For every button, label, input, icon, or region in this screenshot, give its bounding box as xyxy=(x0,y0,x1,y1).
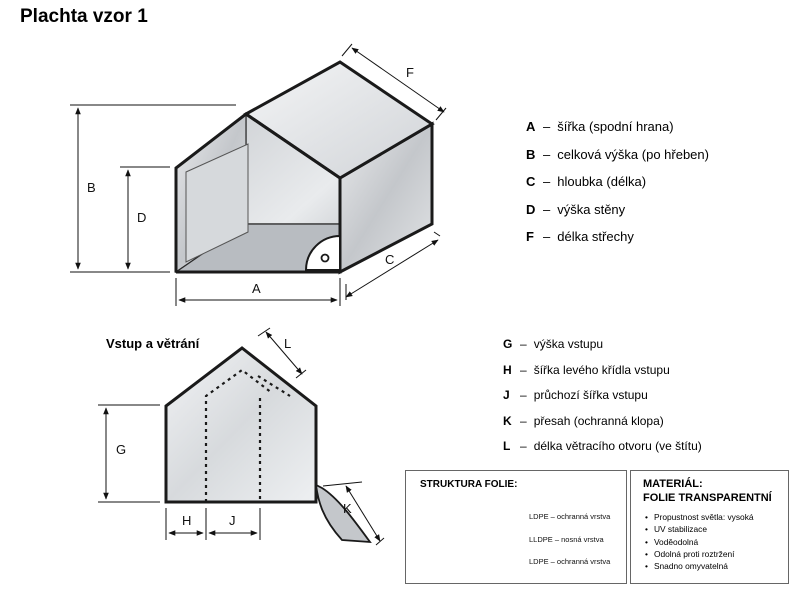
legend-item: A–šířka (spodní hrana) xyxy=(526,119,709,147)
legend-item: D–výška stěny xyxy=(526,202,709,230)
legend-key: L xyxy=(503,439,511,453)
dim-label-b: B xyxy=(87,180,96,195)
legend-item: L–délka větracího otvoru (ve štítu) xyxy=(503,439,702,465)
material-properties-list: Propustnost světla: vysoká UV stabilizac… xyxy=(645,512,754,573)
legend-text: celková výška (po hřeben) xyxy=(557,146,709,162)
legend-key: C xyxy=(526,174,536,189)
legend-dimensions: A–šířka (spodní hrana) B–celková výška (… xyxy=(526,119,709,257)
dimension-lines-top xyxy=(70,43,447,306)
foil-structure-heading: STRUKTURA FOLIE: xyxy=(420,479,518,490)
legend-entrance: G–výška vstupu H–šířka levého křídla vst… xyxy=(503,337,702,465)
legend-text: přesah (ochranná klopa) xyxy=(533,413,664,428)
legend-key: B xyxy=(526,146,536,162)
legend-item: F–délka střechy xyxy=(526,229,709,257)
material-heading-line1: MATERIÁL: xyxy=(643,478,703,490)
layer-label-core: LLDPE – nosná vrstva xyxy=(529,535,604,544)
legend-separator: – xyxy=(543,201,551,217)
list-item: Propustnost světla: vysoká xyxy=(645,512,754,524)
legend-separator: – xyxy=(543,229,551,244)
list-item: Odolná proti roztržení xyxy=(645,549,754,561)
legend-separator: – xyxy=(543,119,551,134)
dim-label-g: G xyxy=(116,442,127,457)
entrance-section-title: Vstup a větrání xyxy=(106,336,200,351)
legend-key: A xyxy=(526,119,536,134)
legend-text: délka střechy xyxy=(557,229,634,244)
list-item: Snadno omyvatelná xyxy=(645,561,754,573)
legend-key: H xyxy=(503,362,512,377)
list-item: Voděodolná xyxy=(645,537,754,549)
dim-label-h: H xyxy=(182,513,192,528)
legend-item: H–šířka levého křídla vstupu xyxy=(503,363,702,389)
foil-structure-panel: STRUKTURA FOLIE: LDPE – ochranná vrstva … xyxy=(405,470,627,584)
dim-label-k: K xyxy=(343,501,352,516)
legend-text: průchozí šířka vstupu xyxy=(533,388,648,402)
legend-item: G–výška vstupu xyxy=(503,337,702,363)
dim-label-j: J xyxy=(229,513,236,528)
legend-item: C–hloubka (délka) xyxy=(526,174,709,202)
list-item: UV stabilizace xyxy=(645,524,754,536)
dim-label-a: A xyxy=(252,281,261,296)
tent-3d-illustration xyxy=(174,60,435,275)
material-panel: MATERIÁL: FOLIE TRANSPARENTNÍ Propustnos… xyxy=(630,470,789,584)
legend-key: F xyxy=(526,229,534,244)
legend-separator: – xyxy=(520,337,527,351)
legend-text: délka větracího otvoru (ve štítu) xyxy=(533,439,702,453)
legend-key: K xyxy=(503,413,512,428)
legend-separator: – xyxy=(520,439,527,453)
legend-key: J xyxy=(503,388,510,402)
legend-key: D xyxy=(526,201,536,217)
legend-text: výška vstupu xyxy=(533,337,604,351)
legend-text: výška stěny xyxy=(557,201,626,217)
material-heading-line2: FOLIE TRANSPARENTNÍ xyxy=(643,492,772,504)
legend-item: J–průchozí šířka vstupu xyxy=(503,388,702,414)
dim-label-d: D xyxy=(137,210,147,225)
legend-text: šířka (spodní hrana) xyxy=(557,119,674,134)
layer-label-outer: LDPE – ochranná vrstva xyxy=(529,512,611,521)
dim-label-c: C xyxy=(385,252,395,267)
legend-separator: – xyxy=(520,362,527,377)
legend-item: K–přesah (ochranná klopa) xyxy=(503,414,702,440)
legend-separator: – xyxy=(543,146,551,162)
entrance-front-view xyxy=(164,346,372,544)
dimension-lines-entrance xyxy=(98,327,385,546)
page-title: Plachta vzor 1 xyxy=(20,6,148,27)
legend-item: B–celková výška (po hřeben) xyxy=(526,147,709,175)
legend-text: šířka levého křídla vstupu xyxy=(533,362,670,377)
dim-label-f: F xyxy=(406,65,414,80)
dim-label-l: L xyxy=(284,336,292,351)
layer-label-inner: LDPE – ochranná vrstva xyxy=(529,557,611,566)
legend-separator: – xyxy=(543,174,551,189)
legend-key: G xyxy=(503,337,513,351)
legend-text: hloubka (délka) xyxy=(557,174,647,189)
material-heading: MATERIÁL: FOLIE TRANSPARENTNÍ xyxy=(643,477,772,505)
legend-separator: – xyxy=(520,413,527,428)
legend-separator: – xyxy=(520,388,527,402)
